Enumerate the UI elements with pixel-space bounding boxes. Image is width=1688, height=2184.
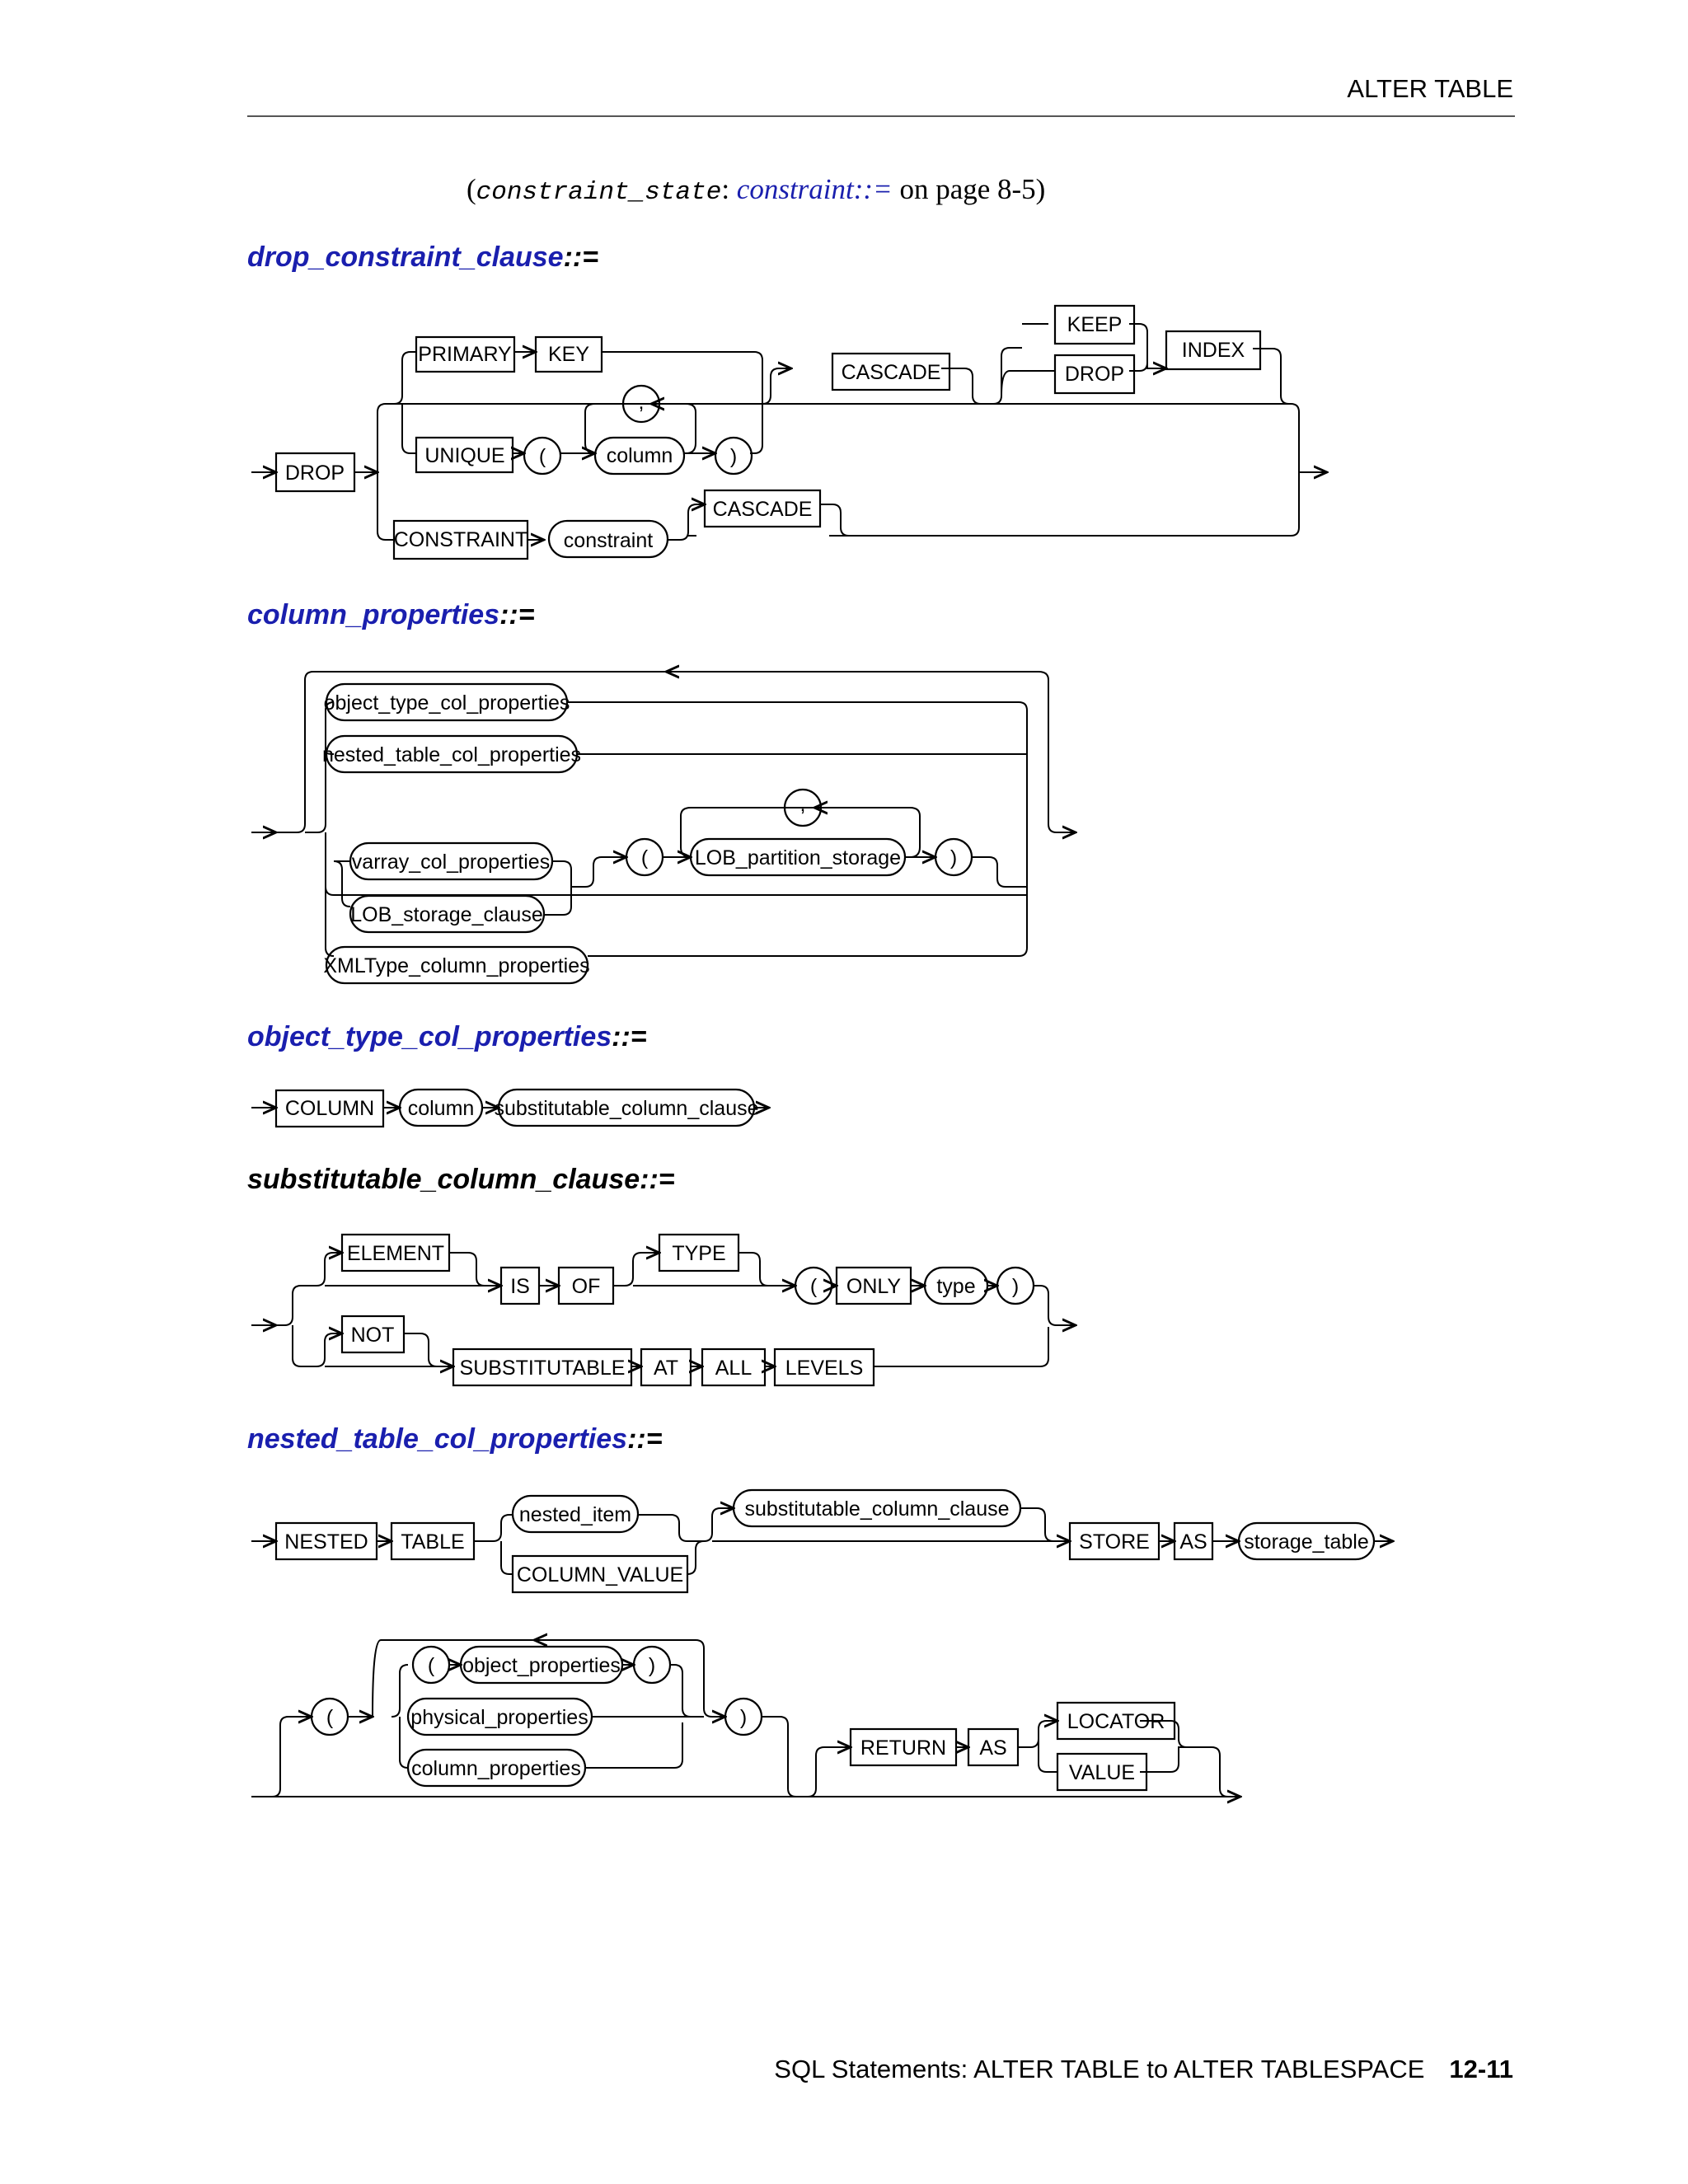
sym-rparen-props: )	[740, 1706, 747, 1729]
kw-constraint: CONSTRAINT	[394, 528, 528, 551]
diagram-column-properties	[251, 672, 1076, 957]
cross-reference-note: (constraint_state: constraint::= on page…	[467, 173, 1046, 207]
note-term: constraint_state	[476, 178, 722, 207]
header-title: ALTER TABLE	[1347, 74, 1513, 103]
kw-as: AS	[1179, 1530, 1207, 1554]
sym-lparen-objprops: (	[428, 1654, 435, 1677]
term-substitutable-column-clause-2: substitutable_column_clause	[744, 1497, 1009, 1521]
kw-primary: PRIMARY	[418, 343, 512, 366]
kw-unique: UNIQUE	[424, 444, 504, 467]
sym-lparen-props: (	[326, 1706, 334, 1729]
diagram-labels: DROP PRIMARY KEY UNIQUE ( column , ) CAS…	[284, 313, 1368, 1784]
term-xmltype-column-properties: XMLType_column_properties	[323, 954, 589, 977]
kw-levels: LEVELS	[785, 1357, 864, 1380]
term-storage-table: storage_table	[1244, 1530, 1369, 1554]
kw-of: OF	[572, 1275, 601, 1298]
section-heading-object-type-col: object_type_col_properties::=	[247, 1021, 647, 1052]
term-column: column	[607, 444, 673, 467]
term-column-properties: column_properties	[411, 1757, 581, 1780]
header-rule	[247, 115, 1515, 117]
section-heading-substitutable: substitutable_column_clause::=	[247, 1164, 675, 1195]
term-object-properties: object_properties	[462, 1654, 621, 1677]
term-object-type-col-properties: object_type_col_properties	[324, 691, 570, 715]
page-footer: SQL Statements: ALTER TABLE to ALTER TAB…	[774, 2055, 1513, 2084]
kw-drop: DROP	[285, 462, 345, 485]
kw-locator: LOCATOR	[1067, 1710, 1165, 1733]
sym-rparen-objprops: )	[649, 1654, 655, 1677]
term-substitutable-column-clause: substitutable_column_clause	[494, 1097, 758, 1120]
footer-title: SQL Statements: ALTER TABLE to ALTER TAB…	[774, 2055, 1425, 2083]
section-heading-nested-table: nested_table_col_properties::=	[247, 1423, 663, 1455]
sym-rparen-lob: )	[950, 846, 957, 869]
term-varray-col-properties: varray_col_properties	[352, 851, 550, 874]
term-physical-properties: physical_properties	[410, 1706, 588, 1729]
sym-comma: ,	[639, 391, 645, 414]
kw-column: COLUMN	[285, 1097, 374, 1120]
kw-only: ONLY	[846, 1275, 902, 1298]
kw-key: KEY	[548, 343, 589, 366]
diagram-nested-table-col-properties	[251, 1508, 1393, 1797]
kw-column-value: COLUMN_VALUE	[517, 1563, 683, 1586]
kw-value: VALUE	[1069, 1761, 1135, 1784]
kw-store: STORE	[1079, 1530, 1150, 1554]
section-heading-drop-constraint: drop_constraint_clause::=	[247, 241, 599, 273]
kw-type: TYPE	[672, 1242, 725, 1265]
kw-drop-index: DROP	[1065, 363, 1124, 386]
sym-comma-lob: ,	[800, 793, 806, 816]
kw-cascade: CASCADE	[842, 361, 941, 384]
kw-not: NOT	[351, 1324, 395, 1347]
term-column-2: column	[408, 1097, 475, 1120]
kw-index: INDEX	[1182, 339, 1245, 362]
kw-cascade-2: CASCADE	[713, 498, 813, 521]
sym-rparen: )	[730, 445, 737, 468]
diagram-drop-constraint-clause	[251, 323, 1327, 540]
section-heading-column-properties: column_properties::=	[247, 599, 535, 630]
page-number: 12-11	[1449, 2055, 1513, 2083]
kw-nested: NESTED	[284, 1530, 368, 1554]
term-lob-storage-clause: LOB_storage_clause	[350, 903, 542, 926]
kw-all: ALL	[715, 1357, 753, 1380]
term-lob-partition-storage: LOB_partition_storage	[695, 846, 901, 869]
sym-lparen: (	[539, 445, 546, 468]
term-type: type	[936, 1275, 975, 1298]
kw-table: TABLE	[401, 1530, 464, 1554]
term-constraint: constraint	[564, 529, 653, 552]
kw-at: AT	[654, 1357, 678, 1380]
note-link[interactable]: constraint::=	[736, 173, 893, 205]
term-nested-table-col-properties: nested_table_col_properties	[322, 743, 581, 766]
sym-lparen-lob: (	[641, 846, 649, 869]
kw-return: RETURN	[860, 1736, 946, 1760]
sym-lparen-type: (	[810, 1275, 818, 1298]
kw-substitutable: SUBSTITUTABLE	[460, 1357, 626, 1380]
sym-rparen-type: )	[1012, 1275, 1019, 1298]
kw-is: IS	[510, 1275, 530, 1298]
kw-as-2: AS	[979, 1736, 1006, 1760]
kw-element: ELEMENT	[347, 1242, 444, 1265]
kw-keep: KEEP	[1067, 313, 1123, 336]
page-header: ALTER TABLE	[0, 0, 1688, 124]
term-nested-item: nested_item	[519, 1503, 631, 1526]
